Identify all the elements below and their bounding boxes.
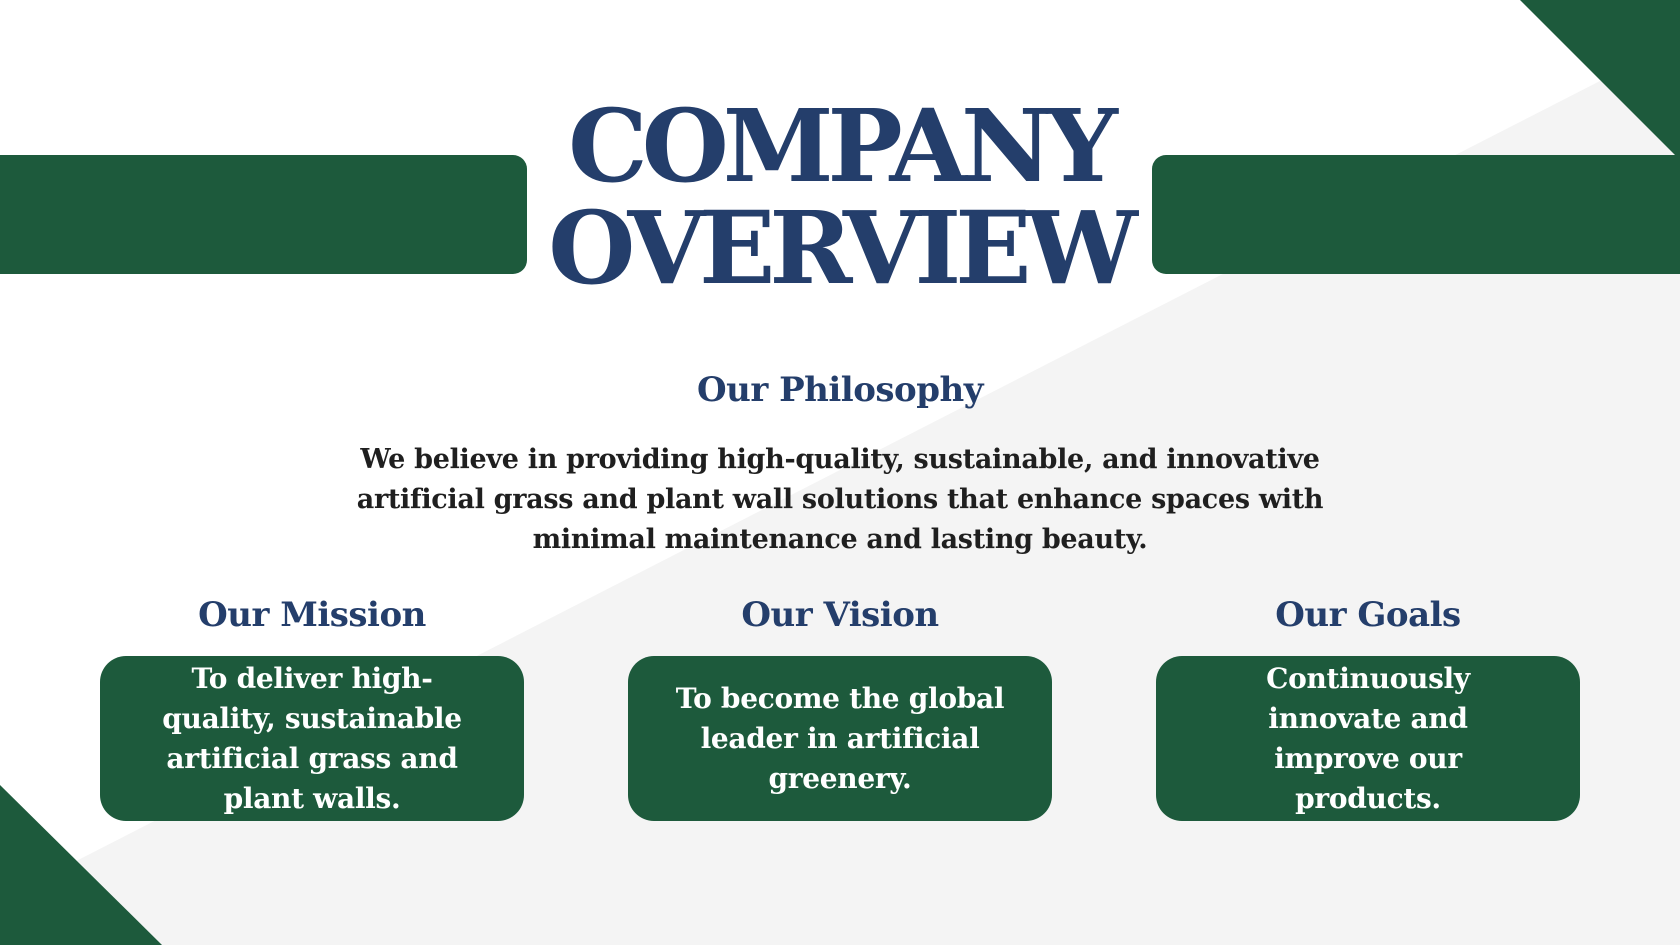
philosophy-heading: Our Philosophy [697, 370, 983, 410]
philosophy-text: We believe in providing high-quality, su… [356, 444, 1324, 555]
mission-text: To deliver high-quality, sustainable art… [162, 661, 462, 815]
page-title: COMPANY OVERVIEW [540, 95, 1140, 299]
vision-card: To become the global leader in artificia… [628, 656, 1052, 821]
title-line-2: OVERVIEW [548, 189, 1138, 307]
title-line-1: COMPANY [568, 87, 1118, 205]
mission-card: To deliver high-quality, sustainable art… [100, 656, 524, 821]
vision-text: To become the global leader in artificia… [675, 681, 1005, 795]
corner-triangle-bottom-left [0, 785, 162, 945]
goals-heading: Our Goals [1275, 595, 1461, 635]
right-banner-bar [1152, 155, 1680, 274]
goals-card: Continuously innovate and improve our pr… [1156, 656, 1580, 821]
mission-heading: Our Mission [198, 595, 426, 635]
left-banner-bar [0, 155, 527, 274]
corner-triangle-top-right [1520, 0, 1680, 160]
vision-heading: Our Vision [741, 595, 939, 635]
goals-text: Continuously innovate and improve our pr… [1266, 661, 1470, 815]
